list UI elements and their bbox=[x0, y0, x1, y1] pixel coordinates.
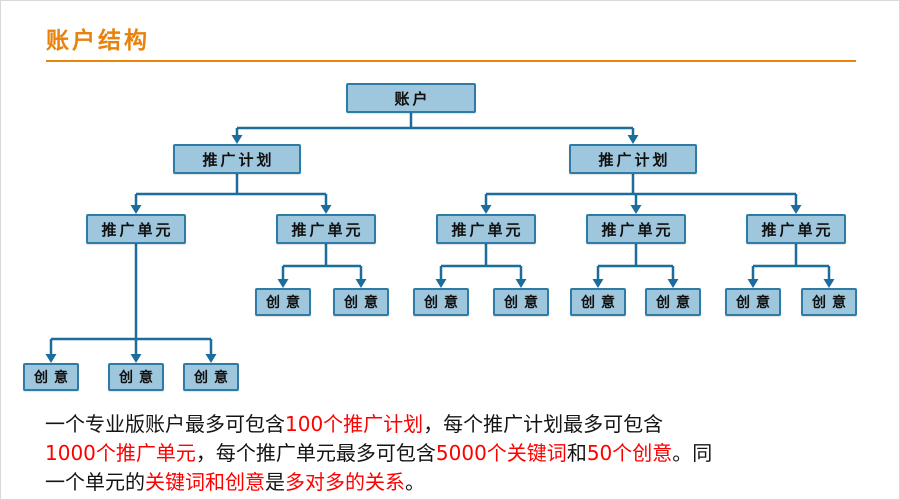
node-unit-2: 推广单元 bbox=[276, 214, 376, 244]
node-creative-5: 创意 bbox=[570, 288, 626, 316]
description-text: 一个专业版账户最多可包含100个推广计划，每个推广计划最多可包含 1000个推广… bbox=[45, 410, 867, 497]
text-segment: 。 bbox=[405, 470, 425, 494]
description-line-1: 一个专业版账户最多可包含100个推广计划，每个推广计划最多可包含 bbox=[45, 410, 867, 439]
title-divider bbox=[46, 60, 856, 62]
text-segment: ，每个推广单元最多可包含 bbox=[195, 441, 436, 465]
node-creative-11: 创意 bbox=[183, 363, 239, 391]
node-creative-8: 创意 bbox=[801, 288, 857, 316]
text-segment: 是 bbox=[265, 470, 285, 494]
text-segment: 一个专业版账户最多可包含 bbox=[45, 412, 285, 436]
description-line-3: 一个单元的关键词和创意是多对多的关系。 bbox=[45, 468, 867, 497]
node-creative-6: 创意 bbox=[645, 288, 701, 316]
text-segment: 和 bbox=[566, 441, 587, 465]
node-unit-5: 推广单元 bbox=[746, 214, 846, 244]
node-creative-3: 创意 bbox=[413, 288, 469, 316]
node-creative-2: 创意 bbox=[333, 288, 389, 316]
text-segment-highlight: 100个推广计划 bbox=[285, 412, 424, 436]
node-plan-2: 推广计划 bbox=[569, 144, 697, 174]
page-title: 账户结构 bbox=[46, 28, 150, 54]
node-creative-4: 创意 bbox=[493, 288, 549, 316]
text-segment-highlight: 50个创意 bbox=[586, 441, 673, 465]
node-unit-4: 推广单元 bbox=[586, 214, 686, 244]
node-account: 账户 bbox=[346, 83, 476, 113]
text-segment: 。同 bbox=[672, 441, 713, 465]
text-segment-highlight: 1000个推广单元 bbox=[45, 441, 196, 465]
text-segment-highlight: 多对多的关系 bbox=[285, 470, 405, 494]
text-segment-highlight: 关键词和创意 bbox=[145, 470, 265, 494]
node-creative-9: 创意 bbox=[23, 363, 79, 391]
node-creative-1: 创意 bbox=[255, 288, 311, 316]
text-segment: ，每个推广计划最多可包含 bbox=[423, 412, 664, 436]
node-unit-1: 推广单元 bbox=[86, 214, 186, 244]
node-creative-7: 创意 bbox=[725, 288, 781, 316]
description-line-2: 1000个推广单元，每个推广单元最多可包含5000个关键词和50个创意。同 bbox=[45, 439, 867, 468]
node-unit-3: 推广单元 bbox=[436, 214, 536, 244]
node-plan-1: 推广计划 bbox=[173, 144, 301, 174]
text-segment-highlight: 5000个关键词 bbox=[435, 441, 567, 465]
text-segment: 一个单元的 bbox=[45, 470, 145, 494]
node-creative-10: 创意 bbox=[108, 363, 164, 391]
